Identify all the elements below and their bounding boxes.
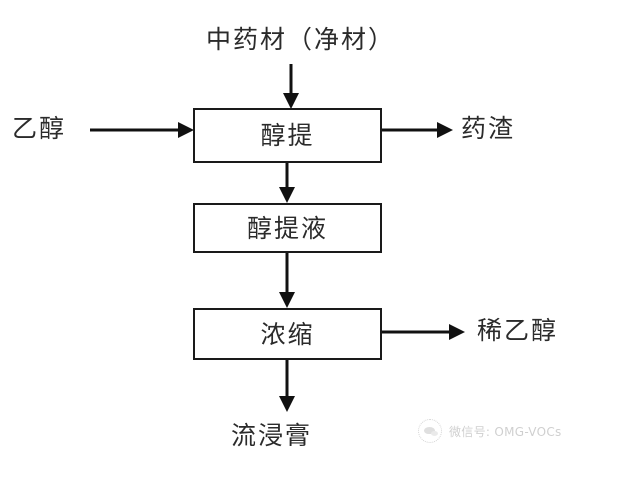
label-residue: 药渣 [461, 114, 516, 143]
process-box-alcohol-extraction[interactable]: 醇提 [193, 108, 382, 163]
process-box-label: 醇提液 [246, 213, 328, 243]
watermark-text: 微信号: OMG-VOCs [449, 424, 562, 439]
process-box-label: 浓缩 [260, 319, 315, 349]
label-dilute-ethanol: 稀乙醇 [477, 316, 559, 345]
label-fluid-extract: 流浸膏 [231, 421, 313, 450]
arrow-extraction-to-extract-liquid [279, 163, 295, 203]
watermark: 微信号: OMG-VOCs [418, 419, 562, 443]
label-ethanol: 乙醇 [12, 114, 67, 143]
arrow-raw-material-to-extraction [283, 64, 299, 109]
arrow-extract-liquid-to-concentration [279, 253, 295, 308]
arrow-concentration-to-dilute-ethanol [382, 324, 465, 340]
arrow-ethanol-to-extraction [90, 122, 194, 138]
process-box-label: 醇提 [260, 121, 315, 150]
process-box-extract-liquid[interactable]: 醇提液 [193, 203, 382, 253]
label-raw-material: 中药材（净材） [206, 25, 396, 54]
process-box-concentration[interactable]: 浓缩 [193, 308, 382, 360]
wechat-logo-icon [418, 419, 442, 443]
arrow-extraction-to-residue [382, 122, 453, 138]
arrow-concentration-to-fluid-extract [279, 360, 295, 412]
